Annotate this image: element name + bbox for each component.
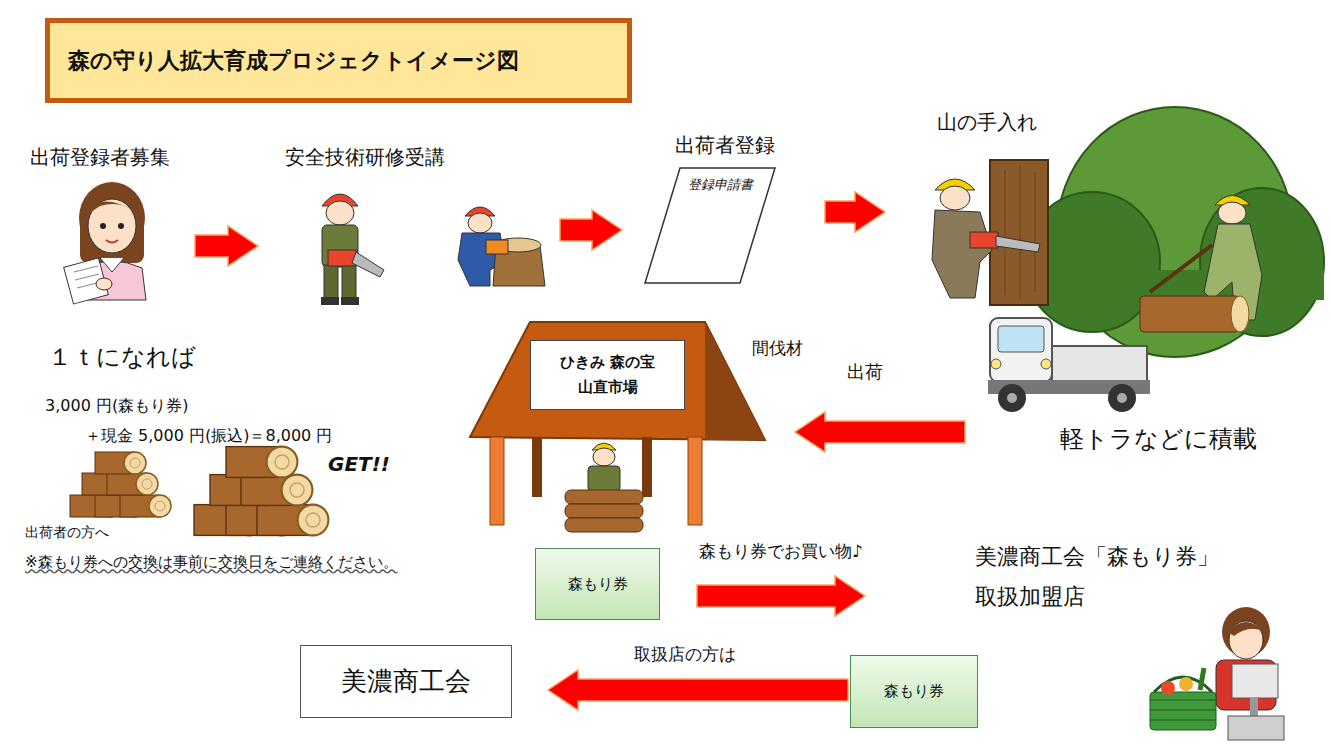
log-piles [70, 447, 328, 536]
mountain-scene [932, 107, 1324, 357]
block-arrow [548, 670, 848, 710]
step-heading: 軽トラなどに積載 [1060, 424, 1257, 454]
light-truck [988, 318, 1150, 412]
block-arrow [697, 576, 865, 616]
arrow-label: 森もり券でお買い物♪ [699, 541, 863, 562]
shop-text: 美濃商工会「森もり券」 取扱加盟店 [975, 537, 1260, 616]
voucher-text: 森もり券 [568, 575, 628, 594]
arrow-label: 出荷 [847, 361, 883, 384]
block-arrow [795, 412, 965, 452]
reward-line: 3,000 円(森もり券) [45, 396, 188, 416]
weight-note: １ｔになれば [48, 342, 196, 372]
chamber-box: 美濃商工会 [300, 645, 512, 718]
notice-text: ※森もり券への交換は事前に交換日をご連絡ください。 [25, 553, 398, 572]
market-sign: ひきみ 森の宝 山直市場 [530, 340, 685, 410]
shop-node: 美濃商工会「森もり券」 取扱加盟店 [965, 535, 1265, 625]
notice-heading: 出荷者の方へ [25, 524, 109, 542]
chamber-text: 美濃商工会 [341, 665, 471, 698]
block-arrow [195, 226, 258, 266]
stump-worker [458, 207, 545, 286]
shopkeeper-figure [1150, 607, 1284, 740]
timber-label: 間伐材 [752, 338, 803, 359]
step-heading: 山の手入れ [937, 110, 1037, 135]
step-area: 安全技術研修受講 [280, 140, 550, 305]
step-heading: 出荷者登録 [675, 133, 775, 158]
step-area: 山の手入れ [895, 105, 1325, 313]
voucher-box: 森もり券 [535, 548, 660, 620]
block-arrow [560, 210, 622, 250]
step-heading: 安全技術研修受講 [285, 145, 445, 170]
step-area: 出荷登録者募集 [25, 140, 195, 305]
market-node: ひきみ 森の宝 山直市場 [470, 320, 770, 535]
voucher-text: 森もり券 [884, 682, 944, 701]
form-parallelogram: 出荷者登録登録申請書 [640, 130, 800, 285]
arrow-label: 取扱店の方は [634, 644, 736, 665]
chainsaw-worker [321, 194, 384, 305]
recruiter-figure [64, 182, 146, 304]
reward-line: ＋現金 5,000 円(振込)＝8,000 円 [85, 426, 332, 446]
get-badge: GET!! [328, 452, 390, 477]
title-box: 森の守り人拡大育成プロジェクトイメージ図 [45, 18, 632, 103]
voucher-box: 森もり券 [850, 655, 978, 728]
block-arrow [825, 192, 885, 232]
market-hut [470, 322, 765, 532]
form-label: 登録申請書 [688, 177, 753, 193]
step-area: 軽トラなどに積載 [980, 312, 1280, 460]
title-text: 森の守り人拡大育成プロジェクトイメージ図 [68, 46, 519, 76]
step-heading: 出荷登録者募集 [30, 145, 170, 170]
